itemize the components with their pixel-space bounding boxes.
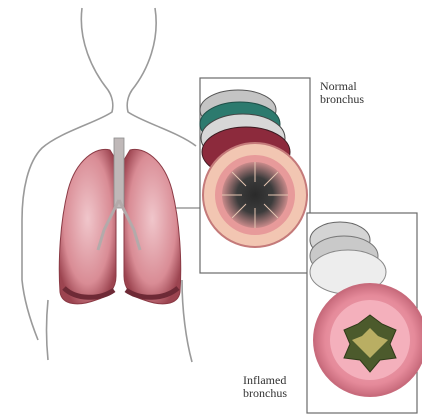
inflamed-bronchus-panel (307, 213, 422, 413)
inflamed-bronchus-label: Inflamed bronchus (243, 374, 323, 400)
normal-label-line2: bronchus (320, 93, 400, 106)
normal-bronchus-label: Normal bronchus (320, 80, 400, 106)
right-lung (59, 149, 116, 303)
lungs (59, 138, 180, 304)
normal-bronchus-panel (200, 78, 310, 273)
inflamed-label-line2: bronchus (243, 387, 323, 400)
